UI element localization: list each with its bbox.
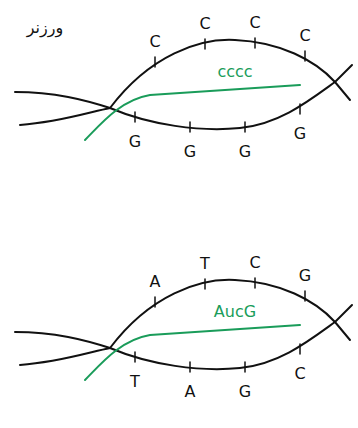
base-letter: G xyxy=(184,144,196,160)
rna-bases: cccc xyxy=(217,64,252,80)
dna-strand xyxy=(15,65,352,129)
dna-strand xyxy=(15,305,352,369)
rna-strand xyxy=(85,325,300,380)
base-ticks xyxy=(135,38,305,132)
base-letter: G xyxy=(299,268,311,284)
dna-strand xyxy=(20,280,350,365)
bottom-bubble xyxy=(15,278,352,380)
base-letter: T xyxy=(130,374,140,390)
base-letter: T xyxy=(200,256,210,272)
base-letter: C xyxy=(249,255,260,271)
base-letter: C xyxy=(249,15,260,31)
base-letter: G xyxy=(129,134,141,150)
base-letter: A xyxy=(185,384,196,400)
dna-strand xyxy=(20,40,350,125)
top-bubble xyxy=(15,38,352,140)
base-letter: G xyxy=(294,126,306,142)
base-letter: A xyxy=(150,274,161,290)
base-ticks xyxy=(135,278,305,372)
base-letter: C xyxy=(299,28,310,44)
gene-label: ورزنر xyxy=(27,20,63,36)
rna-strand xyxy=(85,85,300,140)
base-letter: C xyxy=(294,366,305,382)
base-letter: G xyxy=(239,144,251,160)
base-letter: C xyxy=(199,16,210,32)
base-letter: G xyxy=(239,384,251,400)
rna-bases: AucG xyxy=(214,304,256,320)
base-letter: C xyxy=(149,34,160,50)
